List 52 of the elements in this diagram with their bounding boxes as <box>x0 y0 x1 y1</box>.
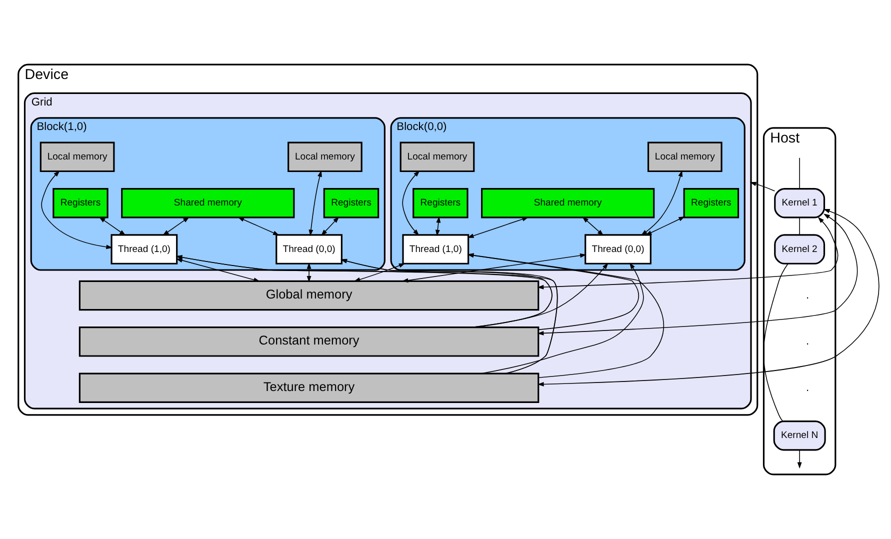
arrow <box>537 214 858 336</box>
arrow <box>238 217 280 236</box>
connector <box>799 157 800 190</box>
arrow <box>645 216 686 236</box>
node-box: Global memory <box>78 280 540 311</box>
node-box: Kernel 2 <box>774 234 826 264</box>
node-box: Kernel 1 <box>774 188 826 218</box>
node-box: Registers <box>52 188 108 218</box>
arrow <box>176 255 552 328</box>
arrow <box>582 216 604 236</box>
arrow <box>435 216 441 236</box>
arrow <box>750 182 776 192</box>
node-box: Registers <box>683 188 740 218</box>
node-box: Shared memory <box>481 188 655 218</box>
arrow <box>480 262 644 374</box>
arrow <box>467 253 664 378</box>
arrow <box>308 170 322 236</box>
node-box: Constant memory <box>78 326 540 357</box>
arrow <box>402 170 420 236</box>
node-box: Local memory <box>647 142 722 172</box>
node-box: Texture memory <box>78 372 540 403</box>
node-box: Thread (0,0) <box>584 234 652 264</box>
arrow <box>306 262 312 282</box>
arrow <box>162 216 190 236</box>
node-box: Shared memory <box>121 188 295 218</box>
label: . <box>806 289 810 302</box>
arrow <box>640 170 683 236</box>
arrow <box>176 258 260 282</box>
arrow <box>467 253 640 330</box>
node-box: Registers <box>323 188 380 218</box>
arrow <box>321 216 340 236</box>
arrow <box>176 255 558 374</box>
node-box: Kernel N <box>773 420 826 451</box>
arrow <box>41 170 113 250</box>
arrow <box>537 216 838 290</box>
arrow <box>98 216 126 236</box>
node-box: Local memory <box>288 142 362 172</box>
arrow <box>354 263 406 282</box>
label: . <box>806 336 810 348</box>
connector <box>763 263 788 422</box>
label: . <box>806 382 810 394</box>
arrow <box>402 253 586 283</box>
arrow <box>537 208 880 386</box>
node-box: Local memory <box>40 142 115 172</box>
node-box: Thread (1,0) <box>402 234 470 264</box>
arrow <box>797 450 802 469</box>
node-box: Thread (0,0) <box>276 234 342 264</box>
arrow <box>467 217 529 238</box>
node-box: Local memory <box>400 142 475 172</box>
node-box: Thread (1,0) <box>110 234 178 264</box>
connector <box>799 217 800 236</box>
node-box: Registers <box>412 188 468 218</box>
